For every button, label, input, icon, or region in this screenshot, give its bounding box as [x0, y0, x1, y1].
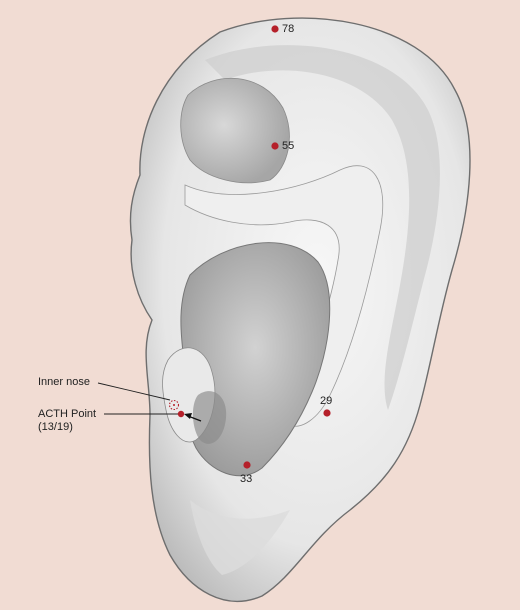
acth-point-title: ACTH Point — [38, 408, 97, 420]
acth-point-code: (13/19) — [38, 421, 73, 433]
acth-point-marker — [177, 410, 185, 418]
point-33-marker — [243, 461, 251, 469]
point-78-label: 78 — [282, 23, 295, 35]
arrow-icon — [184, 413, 202, 422]
inner-nose-label: Inner nose — [38, 376, 90, 388]
point-55-label: 55 — [282, 140, 295, 152]
lobe-shading — [190, 500, 290, 575]
inner-nose-marker-icon — [168, 399, 180, 411]
inner-nose-leader-line — [97, 382, 171, 401]
point-29-label: 29 — [320, 395, 333, 407]
ear-canal — [192, 391, 227, 444]
inner-nose-center-dot — [173, 404, 175, 406]
point-29-marker — [323, 409, 331, 417]
point-33-label: 33 — [240, 473, 253, 485]
triangular-fossa — [180, 77, 290, 184]
antihelix — [184, 165, 384, 427]
point-55-marker — [271, 142, 279, 150]
point-78-marker — [271, 25, 279, 33]
acth-point-label: ACTH Point (13/19) — [38, 408, 96, 434]
